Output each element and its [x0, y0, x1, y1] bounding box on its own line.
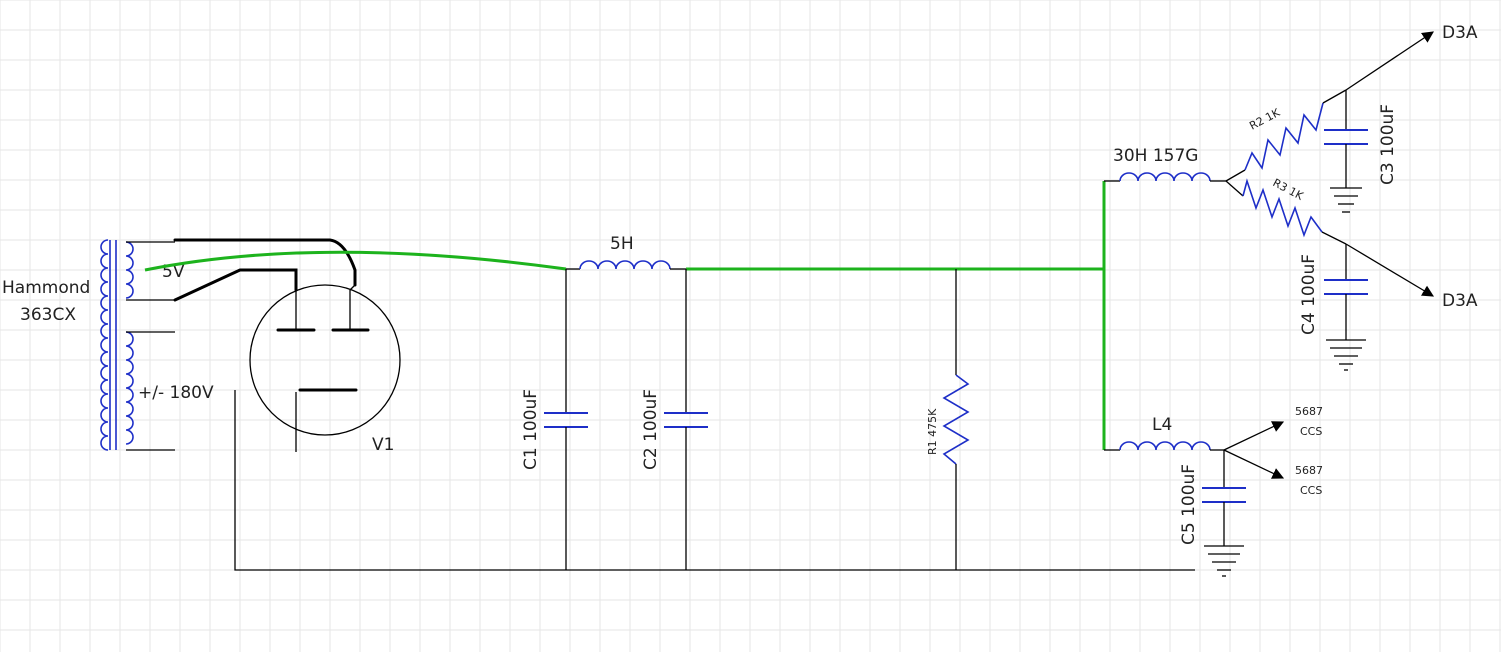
transformer-name-2: 363CX: [20, 305, 76, 325]
capacitor-c1[interactable]: C1 100uF: [521, 269, 588, 570]
choke-l4-label: L4: [1152, 415, 1172, 435]
ccs-bot-line1: 5687: [1295, 464, 1323, 477]
ground-return-wire: [234, 390, 1195, 571]
choke-5h[interactable]: 5H: [566, 234, 686, 270]
d3a-top-label: D3A: [1442, 23, 1478, 43]
choke-l4[interactable]: L4 5687 CCS 5687 CCS: [1104, 405, 1323, 497]
capacitor-c5[interactable]: C5 100uF: [1179, 450, 1246, 577]
d3a-bottom-label: D3A: [1442, 291, 1478, 311]
choke-30h-label: 30H 157G: [1113, 146, 1198, 166]
capacitor-c4[interactable]: C4 100uF: [1299, 244, 1368, 371]
b-plus-wire-start: [144, 250, 567, 272]
c2-label: C2 100uF: [641, 389, 661, 470]
r1-label: R1 475K: [926, 408, 939, 455]
choke-5h-label: 5H: [610, 234, 634, 254]
rectifier-tube[interactable]: V1: [173, 238, 401, 455]
c5-label: C5 100uF: [1179, 464, 1199, 545]
capacitor-c3[interactable]: C3 100uF: [1324, 90, 1398, 213]
c3-label: C3 100uF: [1378, 104, 1398, 185]
capacitor-c2[interactable]: C2 100uF: [641, 269, 708, 570]
choke-30h[interactable]: 30H 157G: [1104, 146, 1226, 182]
resistor-r1[interactable]: R1 475K: [926, 269, 970, 570]
c4-label: C4 100uF: [1299, 254, 1319, 335]
rectifier-label: V1: [372, 435, 394, 455]
transformer-name-1: Hammond: [2, 278, 90, 298]
ccs-top-line2: CCS: [1300, 425, 1322, 438]
transformer[interactable]: Hammond 363CX 5V +/- 180V: [2, 239, 214, 451]
transformer-hv-label: +/- 180V: [138, 383, 214, 403]
ccs-top-line1: 5687: [1295, 405, 1323, 418]
ccs-bot-line2: CCS: [1300, 484, 1322, 497]
c1-label: C1 100uF: [521, 389, 541, 470]
r2-label: R2 1K: [1247, 106, 1282, 133]
